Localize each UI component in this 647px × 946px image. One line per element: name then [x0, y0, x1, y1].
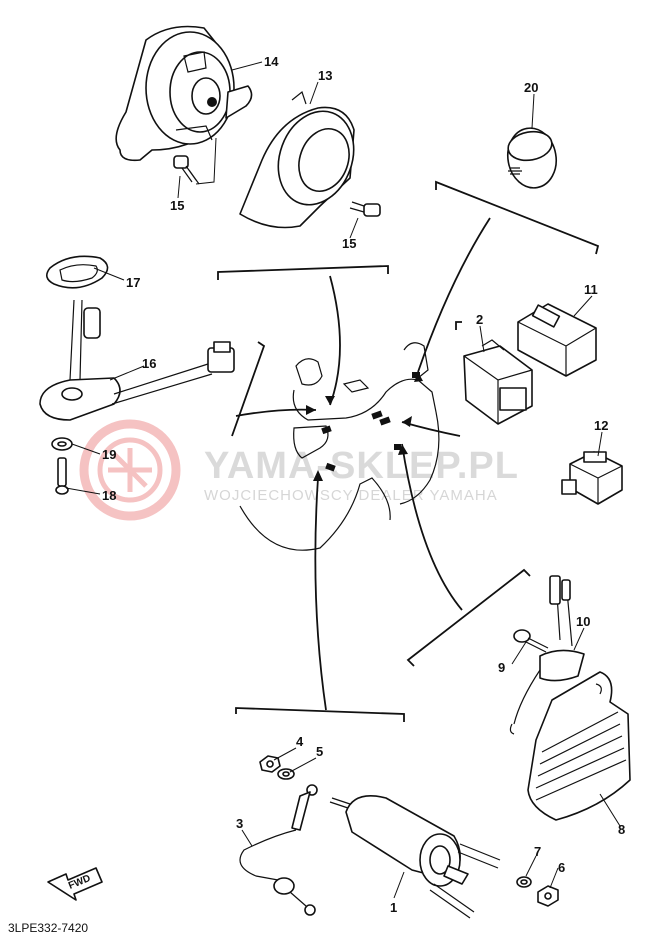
relay-2[interactable]: [463, 339, 533, 425]
callout-14: 14: [264, 54, 279, 69]
callout-15-lower: 15: [342, 236, 356, 251]
switch-16[interactable]: [39, 299, 235, 421]
gasket-17[interactable]: [46, 255, 109, 289]
callout-16: 16: [142, 356, 156, 371]
callout-10: 10: [576, 614, 590, 629]
watermark-logo: [79, 419, 181, 521]
callout-13: 13: [318, 68, 332, 83]
callout-3: 3: [236, 816, 243, 831]
relay-12[interactable]: [561, 451, 623, 505]
bolt-15-upper[interactable]: [173, 155, 200, 185]
callout-5: 5: [316, 744, 323, 759]
washer-5[interactable]: [277, 768, 295, 780]
diagram-code: 3LPE332-7420: [8, 921, 88, 935]
washer-19[interactable]: [51, 437, 73, 451]
guide-lines: [235, 217, 491, 711]
cap-20[interactable]: [503, 124, 561, 191]
rectifier-8[interactable]: [527, 671, 631, 821]
watermark: YAMA-SKLEP.PL WOJCIECHOWSCY DEALER YAMAH…: [79, 419, 519, 521]
bolt-9[interactable]: [513, 629, 549, 653]
washer-7[interactable]: [516, 876, 532, 888]
callout-7: 7: [534, 844, 541, 859]
fwd-arrow-icon: FWD: [47, 867, 103, 901]
callout-12: 12: [594, 418, 608, 433]
section-frames: [217, 180, 600, 722]
leader-lines: [65, 61, 621, 899]
frame-silhouette: [239, 342, 440, 551]
bolt-15-lower[interactable]: [349, 201, 381, 217]
horn-14[interactable]: [115, 25, 253, 162]
callout-2: 2: [476, 312, 483, 327]
watermark-subtitle: WOJCIECHOWSCY DEALER YAMAHA: [204, 487, 498, 504]
relay-11[interactable]: [517, 303, 597, 377]
callout-8: 8: [618, 822, 625, 837]
cable-3[interactable]: [239, 784, 318, 916]
callout-4: 4: [296, 734, 304, 749]
callout-18: 18: [102, 488, 116, 503]
callout-15-upper: 15: [170, 198, 184, 213]
starter-relay-1[interactable]: [329, 795, 501, 919]
callout-11: 11: [584, 282, 598, 297]
callout-17: 17: [126, 275, 140, 290]
callout-9: 9: [498, 660, 505, 675]
harness-10[interactable]: [509, 575, 585, 735]
bolt-18[interactable]: [55, 457, 69, 495]
callout-19: 19: [102, 447, 116, 462]
nut-6[interactable]: [537, 885, 559, 907]
callout-6: 6: [558, 860, 565, 875]
callout-20: 20: [524, 80, 538, 95]
callout-1: 1: [390, 900, 397, 915]
watermark-title: YAMA-SKLEP.PL: [204, 445, 519, 487]
horn-13[interactable]: [239, 90, 366, 229]
